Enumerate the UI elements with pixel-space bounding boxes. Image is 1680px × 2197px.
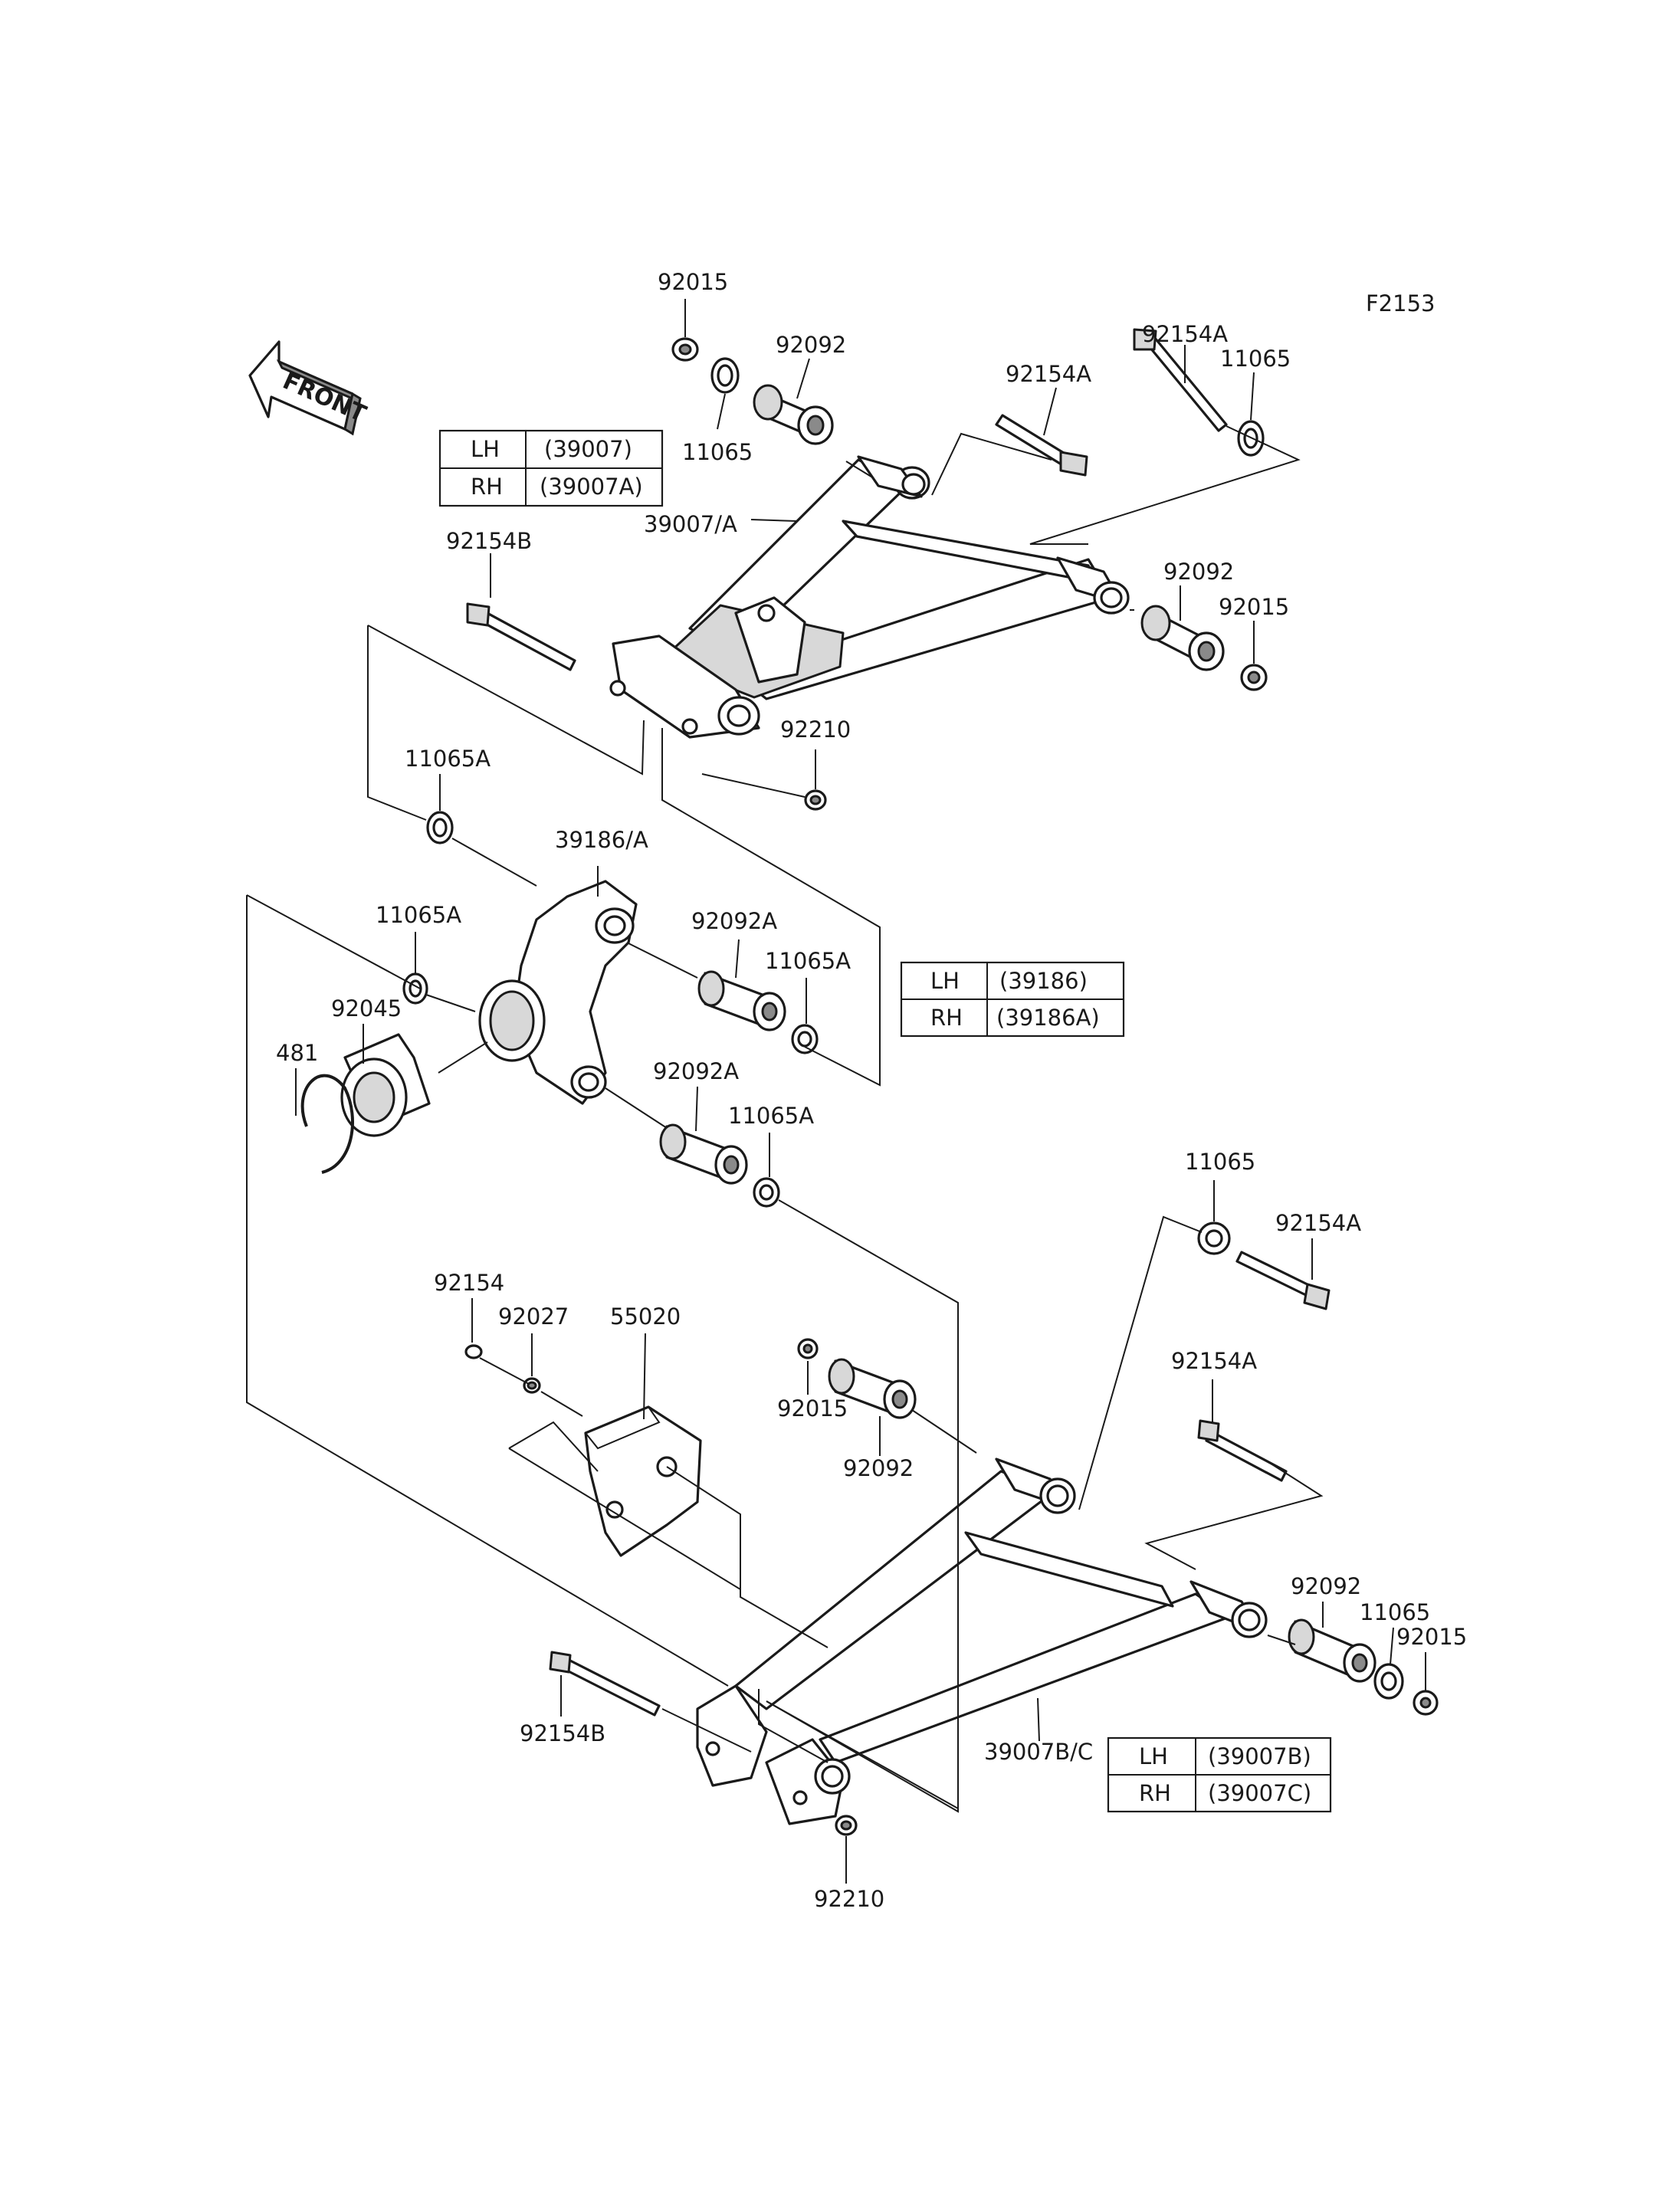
leader-lines [246,299,1426,1884]
bearing-icon [340,1033,431,1137]
callout-39007BC: 39007B/C [984,1739,1093,1765]
callout-11065A: 11065A [728,1103,814,1129]
callout-92015: 92015 [658,269,728,295]
bolt-icon [1133,328,1228,432]
circlip-icon [300,1074,354,1174]
knuckle-hardware [300,811,819,1208]
svg-text:(39186A): (39186A) [996,1005,1100,1031]
callout-11065A: 11065A [405,746,491,772]
svg-text:LH: LH [471,436,500,462]
steering-knuckle [478,880,638,1105]
bushing-icon [1140,605,1225,671]
bushing-icon [1288,1618,1376,1683]
callout-92092A: 92092A [691,908,777,934]
callout-11065: 11065 [1220,346,1291,372]
callout-92154B: 92154B [446,528,532,554]
bolt-icon [466,602,576,671]
bolt-icon [1197,1419,1288,1482]
bolt-icon [995,414,1088,477]
callout-11065: 11065 [682,439,753,465]
svg-text:RH: RH [1139,1780,1171,1806]
callout-labels: 92015 11065 92092 92154A 92154A 11065 39… [276,269,1467,1912]
callout-92092: 92092 [776,332,846,358]
bushing-icon [697,970,786,1031]
svg-text:(39186): (39186) [999,968,1088,994]
callout-92092: 92092 [1291,1573,1361,1599]
callout-92015: 92015 [1396,1624,1467,1650]
callout-11065: 11065 [1185,1149,1255,1175]
callout-92027: 92027 [498,1303,569,1330]
svg-text:LH: LH [930,968,960,994]
callout-92092: 92092 [1163,559,1234,585]
callout-92210: 92210 [814,1886,884,1912]
upper-hardware [466,328,1268,811]
callout-92015: 92015 [777,1395,848,1421]
svg-text:RH: RH [471,474,503,500]
callout-92154: 92154 [434,1270,504,1296]
callout-92045: 92045 [331,995,402,1021]
svg-text:(39007): (39007) [544,436,632,462]
callout-39007A: 39007/A [644,511,737,537]
figure-code: F2153 [1366,290,1435,316]
callout-55020: 55020 [610,1303,681,1330]
callout-11065: 11065 [1360,1599,1430,1625]
side-table-knuckle: LH (39186) RH (39186A) [900,961,1125,1038]
callout-92154A: 92154A [1171,1348,1257,1374]
bolt-icon [1235,1251,1331,1310]
callout-39186A: 39186/A [555,827,648,853]
callout-92154A: 92154A [1275,1210,1361,1236]
upper-a-arm [609,455,1130,739]
front-arrow-icon: FRONT [248,340,370,436]
bushing-icon [659,1123,748,1185]
svg-text:(39007A): (39007A) [540,474,643,500]
side-table-lower-arm: LH (39007B) RH (39007C) [1107,1736,1332,1813]
svg-text:(39007C): (39007C) [1208,1780,1311,1806]
callout-92210: 92210 [780,716,851,743]
callout-92092: 92092 [843,1455,914,1481]
callout-11065A: 11065A [765,948,851,974]
side-table-upper-arm: LH (39007) RH (39007A) [438,429,664,507]
bolt-icon [549,1651,661,1717]
callout-92154A: 92154A [1006,361,1091,387]
callout-11065A: 11065A [376,902,461,928]
svg-text:LH: LH [1139,1743,1168,1769]
lower-a-arm [696,1458,1268,1825]
callout-481: 481 [276,1040,318,1066]
callout-92154A: 92154A [1142,321,1228,347]
callout-92015: 92015 [1219,594,1289,620]
bushing-icon [753,384,834,445]
callout-92154B: 92154B [520,1720,605,1746]
bushing-icon [828,1358,917,1419]
lower-hardware [549,1221,1439,1836]
bolt-icon [464,1344,483,1359]
skid-guard [464,1344,702,1557]
svg-text:(39007B): (39007B) [1208,1743,1311,1769]
svg-text:RH: RH [930,1005,963,1031]
callout-92092A: 92092A [653,1058,739,1084]
